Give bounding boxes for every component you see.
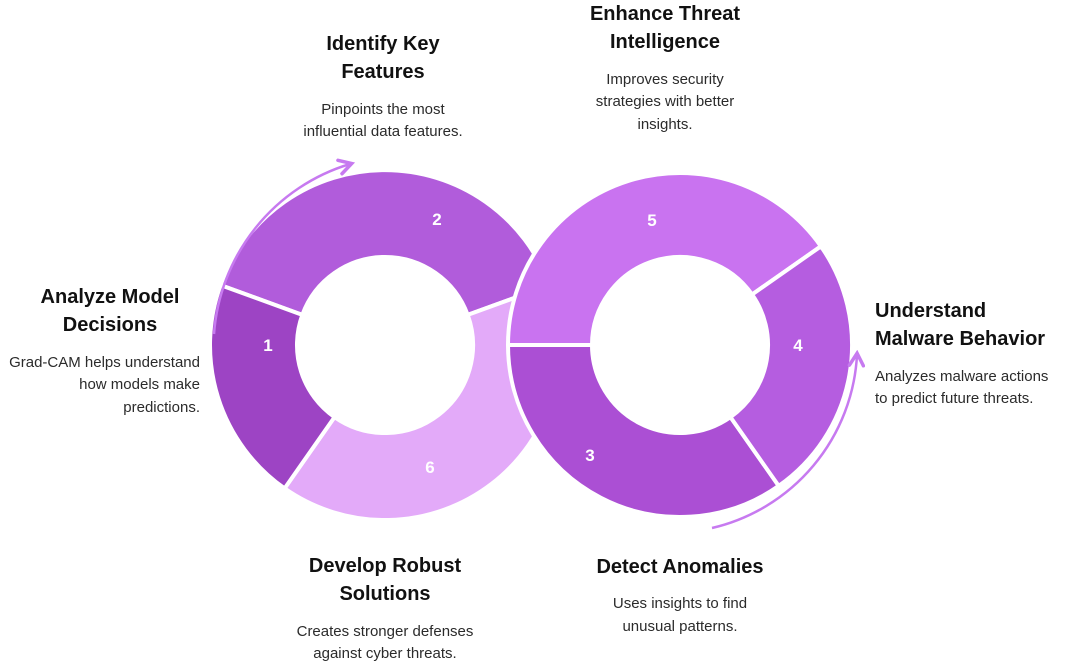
label-enhance-threat-intelligence: Enhance Threat Intelligence Improves sec…	[565, 0, 765, 136]
segment-1-arc	[208, 283, 337, 491]
label-body: Analyzes malware actions to predict futu…	[875, 367, 1049, 408]
label-body: Pinpoints the most influential data feat…	[303, 100, 463, 141]
segment-5-number: 5	[647, 211, 656, 230]
segment-2-arc	[218, 168, 552, 317]
label-title: Detect Anomalies	[596, 556, 764, 578]
segment-4-number: 4	[793, 336, 803, 355]
segment-2-number: 2	[432, 210, 441, 229]
label-analyze-model-decisions: Analyze Model Decisions Grad-CAM helps u…	[0, 283, 200, 419]
segment-6-number: 6	[425, 458, 434, 477]
label-body: Creates stronger defenses against cyber …	[296, 622, 474, 663]
left-ring	[208, 168, 562, 523]
segment-3-arc	[506, 343, 781, 520]
right-ring	[506, 170, 855, 520]
label-body: Improves security strategies with better…	[595, 70, 735, 133]
segment-1-number: 1	[263, 336, 272, 355]
label-title: Understand Malware Behavior	[875, 300, 1046, 351]
segment-5-arc	[506, 170, 823, 347]
flow-arrow-top-left	[212, 164, 350, 335]
label-detect-anomalies: Detect Anomalies Uses insights to find u…	[575, 553, 785, 638]
label-develop-robust-solutions: Develop Robust Solutions Creates stronge…	[280, 552, 490, 666]
label-understand-malware-behavior: Understand Malware Behavior Analyzes mal…	[875, 297, 1070, 411]
segment-4-arc	[728, 244, 855, 488]
label-title: Analyze Model Decisions	[40, 286, 180, 337]
label-identify-key-features: Identify Key Features Pinpoints the most…	[288, 30, 478, 144]
label-body: Uses insights to find unusual patterns.	[612, 595, 748, 635]
label-body: Grad-CAM helps understand how models mak…	[9, 353, 200, 416]
segment-3-number: 3	[585, 446, 594, 465]
label-title: Enhance Threat Intelligence	[589, 3, 741, 54]
label-title: Develop Robust Solutions	[308, 555, 462, 606]
label-title: Identify Key Features	[326, 33, 440, 84]
flow-arrow-bottom-right	[711, 355, 857, 530]
